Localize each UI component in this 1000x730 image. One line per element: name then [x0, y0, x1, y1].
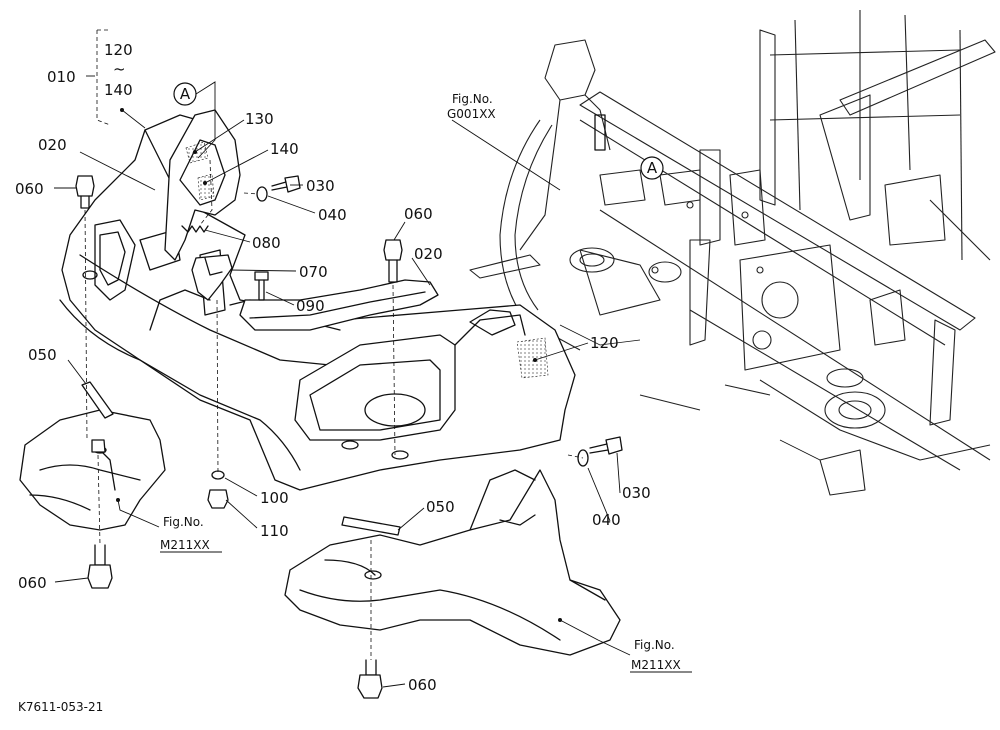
part-label-030-bottom: 030	[622, 484, 651, 502]
fig-ref-m211xx-left-line2: M211XX	[160, 538, 210, 552]
fig-ref-g001xx: Fig.No. G001XX	[447, 92, 496, 121]
part-label-070: 070	[299, 263, 328, 281]
callout-a-right-label: A	[647, 159, 658, 177]
part-label-040-bottom: 040	[592, 511, 621, 529]
part-label-090: 090	[296, 297, 325, 315]
vehicle-frame-drawing	[469, 10, 996, 496]
fig-ref-m211xx-right-line1: Fig.No.	[634, 638, 675, 652]
fig-ref-m211xx-right-line2: M211XX	[631, 658, 681, 672]
fig-ref-m211xx-left-line1: Fig.No.	[163, 515, 204, 529]
leader-lines	[54, 75, 631, 688]
callout-a-left: A	[173, 82, 197, 106]
part-label-100: 100	[260, 489, 289, 507]
part-label-120: 120	[590, 334, 619, 352]
part-labels: 010 120 ~ 140 020 060 130 140 030 040 08…	[15, 41, 651, 694]
part-label-120-range: 120	[104, 41, 133, 59]
range-tilde: ~	[113, 60, 126, 78]
part-label-040-top: 040	[318, 206, 347, 224]
part-label-080: 080	[252, 234, 281, 252]
part-label-050-center: 050	[426, 498, 455, 516]
diagram-code: K7611-053-21	[18, 700, 103, 714]
part-label-060-center-bottom: 060	[408, 676, 437, 694]
part-label-110: 110	[260, 522, 289, 540]
callout-a-right: A	[640, 156, 664, 180]
callout-a-left-label: A	[180, 85, 191, 103]
part-label-060-left-bottom: 060	[18, 574, 47, 592]
part-label-130: 130	[245, 110, 274, 128]
part-label-140-range: 140	[104, 81, 133, 99]
part-label-020-right: 020	[414, 245, 443, 263]
part-label-050-left: 050	[28, 346, 57, 364]
fig-ref-m211xx-right: Fig.No. M211XX	[630, 638, 692, 673]
fig-ref-g001xx-line1: Fig.No.	[452, 92, 493, 106]
part-label-060-center-top: 060	[404, 205, 433, 223]
part-label-030-top: 030	[306, 177, 335, 195]
part-label-140: 140	[270, 140, 299, 158]
hardware-drawing	[75, 114, 623, 699]
left-fender-drawing	[19, 409, 166, 531]
part-label-060-left-top: 060	[15, 180, 44, 198]
center-fender-drawing	[284, 469, 621, 656]
alignment-lines	[84, 29, 584, 660]
fig-ref-m211xx-left: Fig.No. M211XX	[160, 515, 222, 553]
fig-ref-g001xx-line2: G001XX	[447, 107, 496, 121]
part-label-010: 010	[47, 68, 76, 86]
part-label-020-left: 020	[38, 136, 67, 154]
